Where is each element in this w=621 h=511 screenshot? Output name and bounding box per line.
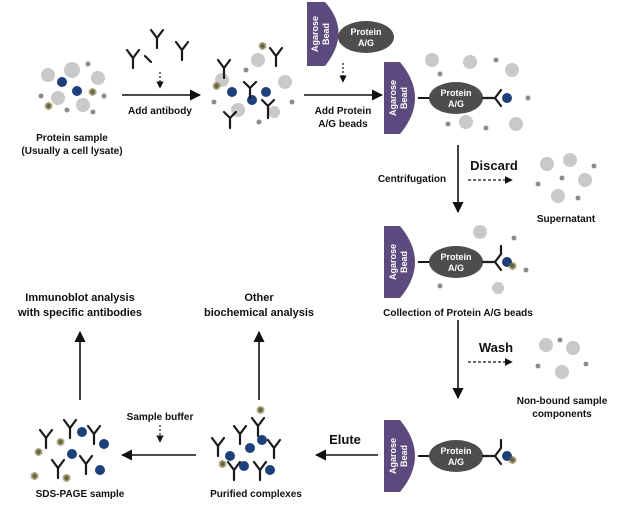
bead-complex-collected: Agarose Bead Protein A/G ✺ [384, 225, 529, 298]
protein-sample-cluster: ✺ ✺ [38, 61, 107, 115]
label-sample-buffer: Sample buffer [127, 412, 194, 423]
svg-text:✺: ✺ [62, 472, 71, 485]
label-immunoblot-2: with specific antibodies [17, 307, 142, 319]
svg-text:✺: ✺ [88, 86, 97, 99]
svg-text:✺: ✺ [508, 454, 517, 467]
label-add-antibody: Add antibody [128, 106, 192, 117]
svg-text:Protein: Protein [440, 252, 471, 262]
svg-text:A/G: A/G [358, 38, 374, 48]
svg-text:A/G: A/G [448, 99, 464, 109]
label-other: Other [244, 292, 274, 304]
nonbound-cluster [535, 337, 589, 379]
star-antigen-icon: ✺ ✺ [44, 86, 97, 113]
protein-ag-icon [338, 21, 394, 53]
label-protein-sample: Protein sample [36, 133, 108, 144]
bead-complex-washed: Agarose Bead Protein A/G ✺ [384, 420, 517, 492]
svg-text:A/G: A/G [448, 263, 464, 273]
label-add-beads: Add Protein [315, 106, 372, 117]
svg-text:Protein: Protein [350, 27, 381, 37]
svg-text:Bead: Bead [399, 251, 409, 273]
svg-text:Protein: Protein [440, 88, 471, 98]
sample-with-antibody-cluster: ✺ ✺ [211, 40, 295, 130]
svg-text:Protein: Protein [440, 446, 471, 456]
label-collection: Collection of Protein A/G beads [383, 308, 533, 319]
label-discard: Discard [470, 158, 518, 173]
antibody-icon-group [125, 28, 190, 70]
svg-text:✺: ✺ [56, 436, 65, 449]
label-add-beads-2: A/G beads [318, 119, 368, 130]
arrows [74, 63, 513, 461]
label-nonbound: Non-bound sample [517, 396, 608, 407]
label-protein-sample-note: (Usually a cell lysate) [21, 146, 122, 157]
svg-text:✺: ✺ [508, 260, 517, 273]
svg-text:✺: ✺ [34, 446, 43, 459]
free-bead-icon: Agarose Bead Protein A/G [307, 2, 394, 66]
label-nonbound-2: components [532, 409, 592, 420]
svg-text:Agarose: Agarose [310, 16, 320, 52]
sds-page-sample-cluster: ✺ ✺ ✺ ✺ [30, 418, 109, 485]
label-sds-page: SDS-PAGE sample [36, 489, 125, 500]
bead-complex-step3: Agarose Bead Protein A/G [384, 53, 531, 134]
label-immunoblot: Immunoblot analysis [25, 292, 134, 304]
supernatant-cluster [535, 153, 597, 203]
svg-text:Agarose: Agarose [388, 438, 398, 474]
svg-text:Agarose: Agarose [388, 244, 398, 280]
svg-text:Bead: Bead [399, 445, 409, 467]
svg-text:✺: ✺ [30, 470, 39, 483]
label-wash: Wash [479, 340, 513, 355]
svg-text:Bead: Bead [399, 87, 409, 109]
svg-text:✺: ✺ [218, 458, 227, 471]
svg-text:A/G: A/G [448, 457, 464, 467]
svg-text:✺: ✺ [212, 80, 221, 93]
svg-text:Agarose: Agarose [388, 80, 398, 116]
label-elute: Elute [329, 432, 361, 447]
svg-text:Bead: Bead [321, 23, 331, 45]
svg-text:✺: ✺ [258, 40, 267, 53]
svg-text:✺: ✺ [256, 404, 265, 417]
label-other-2: biochemical analysis [204, 307, 314, 319]
label-purified: Purified complexes [210, 489, 302, 500]
svg-text:✺: ✺ [44, 100, 53, 113]
purified-complexes-cluster: ✺ ✺ [210, 404, 282, 482]
label-supernatant: Supernatant [537, 214, 596, 225]
label-centrifugation: Centrifugation [378, 174, 446, 185]
